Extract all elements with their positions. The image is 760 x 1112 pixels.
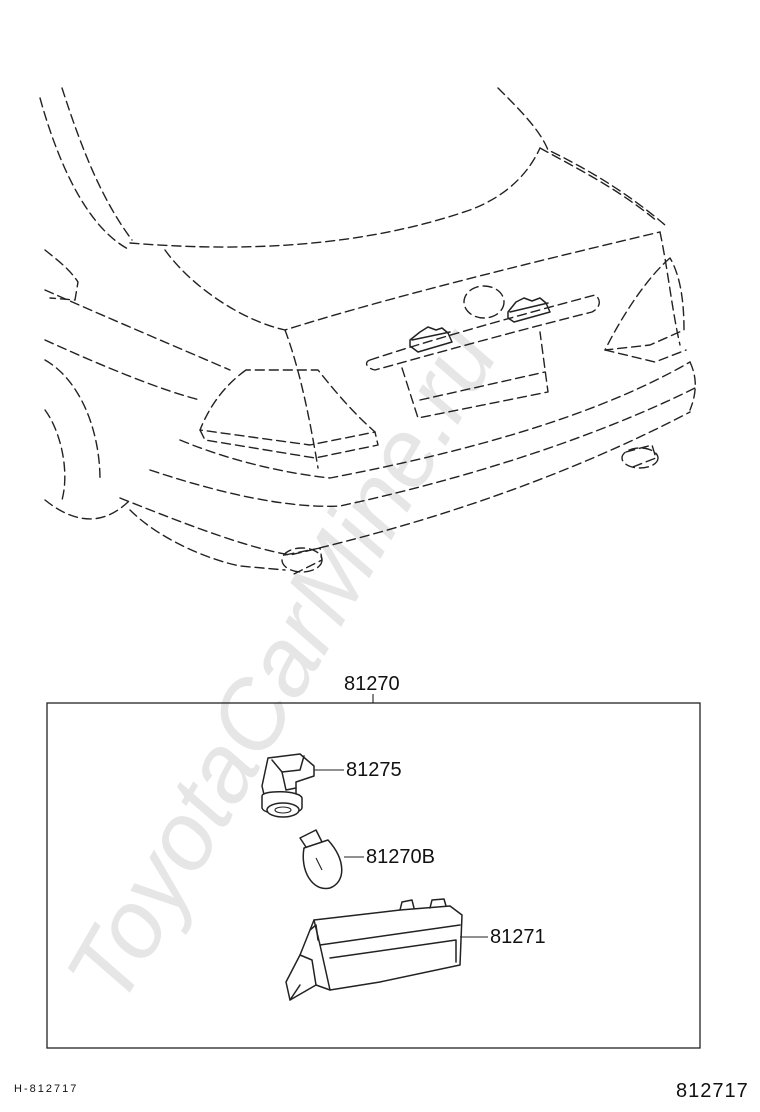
lens-housing-part: 81271 [285, 898, 546, 1001]
parts-frame: 81270 [46, 673, 701, 1049]
part-label-81270b: 81270B [366, 846, 435, 868]
part-label-81275: 81275 [346, 759, 402, 781]
socket-part: 81275 [261, 753, 402, 818]
bulb-part: 81270B [299, 829, 435, 890]
footer-code-left: H-812717 [14, 1083, 78, 1095]
assembly-label: 81270 [344, 673, 400, 695]
footer-code-right: 812717 [676, 1080, 749, 1102]
car-rear-illustration [39, 87, 696, 576]
part-label-81271: 81271 [490, 926, 546, 948]
